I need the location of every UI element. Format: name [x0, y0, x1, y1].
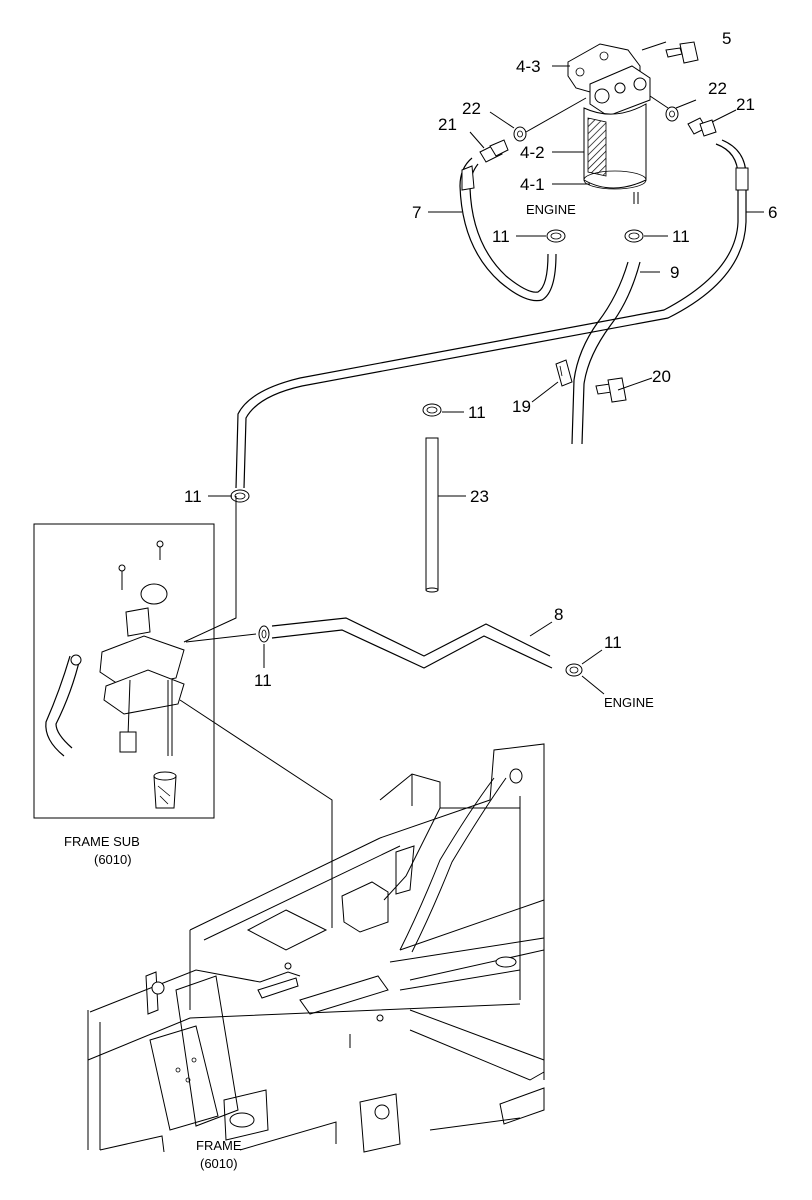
hose-6 [235, 139, 749, 489]
fuel-filter-assembly [567, 43, 651, 204]
label-4-3: 4-3 [516, 57, 541, 76]
hose-7 [459, 157, 557, 302]
caption-engine-top: ENGINE [526, 202, 576, 217]
clamp-11-return [230, 489, 250, 503]
machine-frame [87, 743, 545, 1153]
label-19: 19 [512, 397, 531, 416]
caption-frame: FRAME [196, 1138, 242, 1153]
label-11-tube: 11 [468, 403, 486, 422]
label-7: 7 [412, 203, 421, 222]
washer-22-left [513, 126, 527, 142]
label-6: 6 [768, 203, 777, 222]
label-11-engine: 11 [492, 227, 510, 246]
label-11-return: 11 [184, 487, 202, 506]
hose-9 [571, 261, 641, 445]
label-11-filter: 11 [672, 227, 690, 246]
clip-19 [555, 359, 573, 387]
clamp-11-hose8-right [565, 663, 583, 677]
hose-8 [271, 617, 553, 669]
filter-element-mesh [587, 117, 607, 177]
fitting-21-left [479, 139, 509, 163]
washer-22-right [665, 106, 679, 122]
label-4-2: 4-2 [520, 143, 545, 162]
clamp-11-tube [422, 403, 442, 417]
label-21-right: 21 [736, 95, 755, 114]
label-5: 5 [722, 29, 731, 48]
part-labels: 5 4-3 22 22 21 21 4-2 4-1 7 6 11 11 9 20… [184, 29, 777, 690]
bolt-5 [665, 41, 699, 64]
label-9: 9 [670, 263, 679, 282]
label-23: 23 [470, 487, 489, 506]
label-22-left: 22 [462, 99, 481, 118]
label-21-left: 21 [438, 115, 457, 134]
caption-frame-sub: FRAME SUB [64, 834, 140, 849]
clamp-11-hose8-left [258, 625, 270, 643]
captions: ENGINE ENGINE FRAME SUB (6010) FRAME (60… [64, 202, 654, 1171]
tube-23 [425, 437, 439, 593]
label-4-1: 4-1 [520, 175, 545, 194]
caption-frame-code: (6010) [200, 1156, 238, 1171]
clamp-11-filter [624, 229, 644, 243]
label-11-hose8-right: 11 [604, 633, 622, 652]
bolt-20 [595, 377, 627, 403]
label-11-hose8-left: 11 [254, 671, 272, 690]
frame-sub-inset [33, 496, 333, 928]
caption-engine-right: ENGINE [604, 695, 654, 710]
clamp-11-engine [546, 229, 566, 243]
label-8: 8 [554, 605, 563, 624]
caption-frame-sub-code: (6010) [94, 852, 132, 867]
fitting-21-right [687, 117, 717, 137]
label-20: 20 [652, 367, 671, 386]
leader-lines [208, 41, 764, 695]
label-22-right: 22 [708, 79, 727, 98]
